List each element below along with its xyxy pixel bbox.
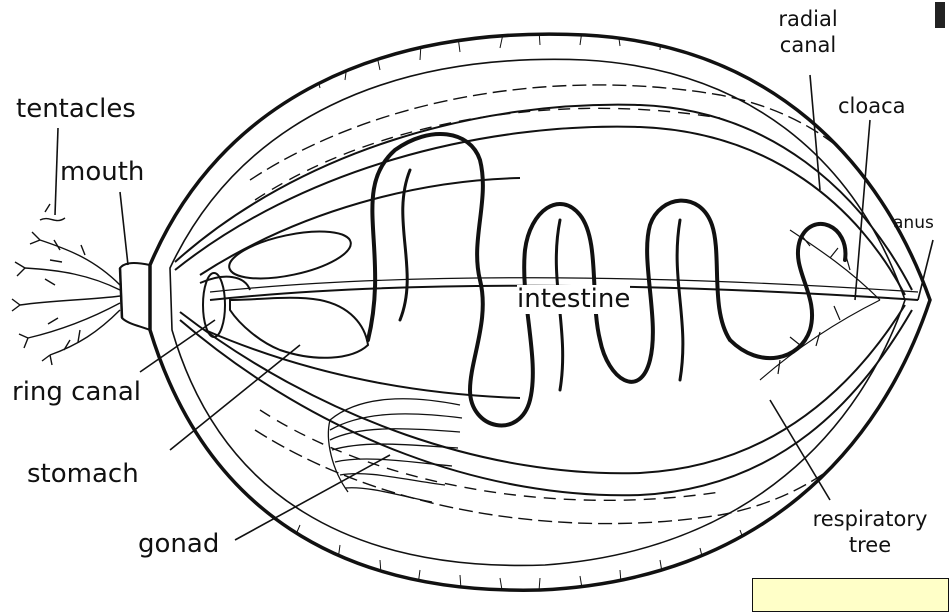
tentacles-cluster: [12, 204, 120, 365]
leader-lines: [55, 75, 933, 540]
label-radial-canal-line-2: canal: [768, 34, 848, 57]
label-anus: anus: [893, 214, 934, 233]
label-intestine: intestine: [517, 285, 630, 314]
intestine-coils: [368, 134, 845, 425]
label-stomach: stomach: [27, 460, 139, 489]
note-box: [752, 578, 949, 612]
label-ring-canal: ring canal: [12, 378, 141, 407]
label-cloaca: cloaca: [838, 95, 906, 118]
label-tentacles: tentacles: [16, 95, 136, 124]
label-gonad: gonad: [138, 530, 219, 559]
label-radial-canal-line-1: radial: [768, 8, 848, 31]
corner-mark: [935, 2, 945, 28]
label-mouth: mouth: [60, 158, 144, 187]
label-respiratory-tree-line-1: respiratory: [800, 508, 940, 531]
label-respiratory-tree-line-2: tree: [800, 534, 940, 557]
